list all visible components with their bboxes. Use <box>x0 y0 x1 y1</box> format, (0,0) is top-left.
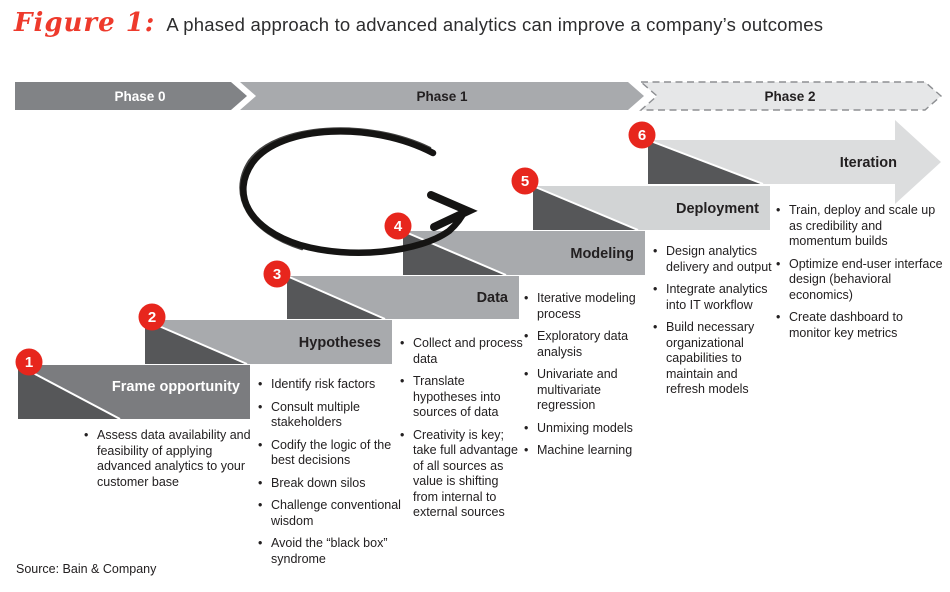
step-1-bullets: Assess data availability and feasibility… <box>84 428 256 497</box>
step-4-modeling: Modeling <box>402 230 645 276</box>
bullet-list: Assess data availability and feasibility… <box>84 428 256 490</box>
step-2-bullets: Identify risk factorsConsult multiple st… <box>258 377 406 574</box>
step-1-triangle <box>18 365 120 419</box>
bullet-item: Assess data availability and feasibility… <box>84 428 256 490</box>
bullet-item: Machine learning <box>524 443 660 459</box>
bullet-item: Design analytics delivery and output <box>653 244 775 275</box>
step-4-bar <box>403 231 645 275</box>
source-attribution: Source: Bain & Company <box>16 562 157 576</box>
step-1-label: Frame opportunity <box>112 379 240 395</box>
badge-5-circle <box>511 167 539 195</box>
bullet-item: Integrate analytics into IT workflow <box>653 282 775 313</box>
step-5-label: Deployment <box>676 201 759 217</box>
bullet-item: Avoid the “black box” syndrome <box>258 536 406 567</box>
phase-bar: Phase 0 Phase 1 Phase 2 <box>15 81 943 111</box>
step-1-bar <box>18 365 250 419</box>
step-2-diagonal <box>144 319 248 365</box>
step-3-label: Data <box>477 290 509 306</box>
phase-0-label: Phase 0 <box>114 89 165 104</box>
step-3-bullets: Collect and process dataTranslate hypoth… <box>400 336 526 528</box>
bullet-list: Design analytics delivery and outputInte… <box>653 244 775 398</box>
step-2-triangle <box>145 320 247 364</box>
sketch-ellipse-stroke <box>240 128 469 256</box>
step-5-diagonal <box>532 185 639 231</box>
bullet-item: Optimize end-user interface design (beha… <box>776 257 948 304</box>
badge-6-number: 6 <box>638 127 646 144</box>
sketch-cycle-arrow <box>239 127 478 256</box>
badge-1-number: 1 <box>25 354 33 371</box>
bullet-list: Collect and process dataTranslate hypoth… <box>400 336 526 521</box>
bullet-item: Univariate and multivariate regression <box>524 367 660 414</box>
badge-2-number: 2 <box>148 309 156 326</box>
sketch-ellipse-stroke-2 <box>239 127 432 251</box>
step-6-iteration: Iteration <box>647 120 941 204</box>
bullet-item: Identify risk factors <box>258 377 406 393</box>
iteration-arrow-bar <box>648 120 941 204</box>
bullet-item: Creativity is key; take full advantage o… <box>400 428 526 521</box>
badge-3-number: 3 <box>273 266 281 283</box>
badge-6-circle <box>628 121 656 149</box>
bullet-item: Consult multiple stakeholders <box>258 400 406 431</box>
step-3-diagonal <box>286 275 386 320</box>
step-5-bar <box>533 186 770 230</box>
bullet-item: Train, deploy and scale up as credibilit… <box>776 203 948 250</box>
step-5-deployment: Deployment <box>532 185 770 231</box>
step-4-diagonal <box>402 230 507 276</box>
badge-3-circle <box>263 260 291 288</box>
figure-header: Figure 1: A phased approach to advanced … <box>14 8 823 38</box>
step-4-bullets: Iterative modeling processExploratory da… <box>524 291 660 466</box>
figure-title: A phased approach to advanced analytics … <box>166 14 824 35</box>
bullet-item: Collect and process data <box>400 336 526 367</box>
step-2-bar <box>145 320 392 364</box>
badge-4-circle <box>384 212 412 240</box>
sketch-arrowhead <box>427 191 478 231</box>
figure-number-label: Figure 1: <box>14 8 156 38</box>
phase-2-arrow <box>639 81 943 111</box>
step-6-diagonal <box>647 139 764 185</box>
badge-2-circle <box>138 303 166 331</box>
step-6-bullets: Train, deploy and scale up as credibilit… <box>776 203 948 348</box>
step-3-triangle <box>287 276 385 319</box>
bullet-item: Build necessary organizational capabilit… <box>653 320 775 398</box>
badge-1-circle <box>15 348 43 376</box>
bullet-item: Translate hypotheses into sources of dat… <box>400 374 526 421</box>
phase-2-label: Phase 2 <box>764 89 815 104</box>
step-6-triangle <box>648 140 763 184</box>
phase-0-arrow <box>15 82 247 110</box>
step-6-label: Iteration <box>840 155 897 171</box>
step-1-frame-opportunity: Frame opportunity <box>17 364 250 420</box>
badge-4-number: 4 <box>394 218 403 235</box>
bullet-item: Challenge conventional wisdom <box>258 498 406 529</box>
phase-1-arrow <box>240 82 644 110</box>
step-3-bar <box>287 276 519 319</box>
step-4-triangle <box>403 231 506 275</box>
bullet-item: Unmixing models <box>524 421 660 437</box>
step-5-bullets: Design analytics delivery and outputInte… <box>653 244 775 405</box>
bullet-item: Create dashboard to monitor key metrics <box>776 310 948 341</box>
step-2-hypotheses: Hypotheses <box>144 319 392 365</box>
bullet-list: Iterative modeling processExploratory da… <box>524 291 660 459</box>
bullet-item: Exploratory data analysis <box>524 329 660 360</box>
step-3-data: Data <box>286 275 519 320</box>
step-2-label: Hypotheses <box>299 335 381 351</box>
bullet-list: Identify risk factorsConsult multiple st… <box>258 377 406 567</box>
step-1-diagonal <box>17 364 121 420</box>
step-4-label: Modeling <box>570 246 634 262</box>
bullet-item: Break down silos <box>258 476 406 492</box>
step-5-triangle <box>533 186 638 230</box>
bullet-list: Train, deploy and scale up as credibilit… <box>776 203 948 341</box>
bullet-item: Iterative modeling process <box>524 291 660 322</box>
badge-5-number: 5 <box>521 173 529 190</box>
bullet-item: Codify the logic of the best decisions <box>258 438 406 469</box>
phase-1-label: Phase 1 <box>416 89 468 104</box>
